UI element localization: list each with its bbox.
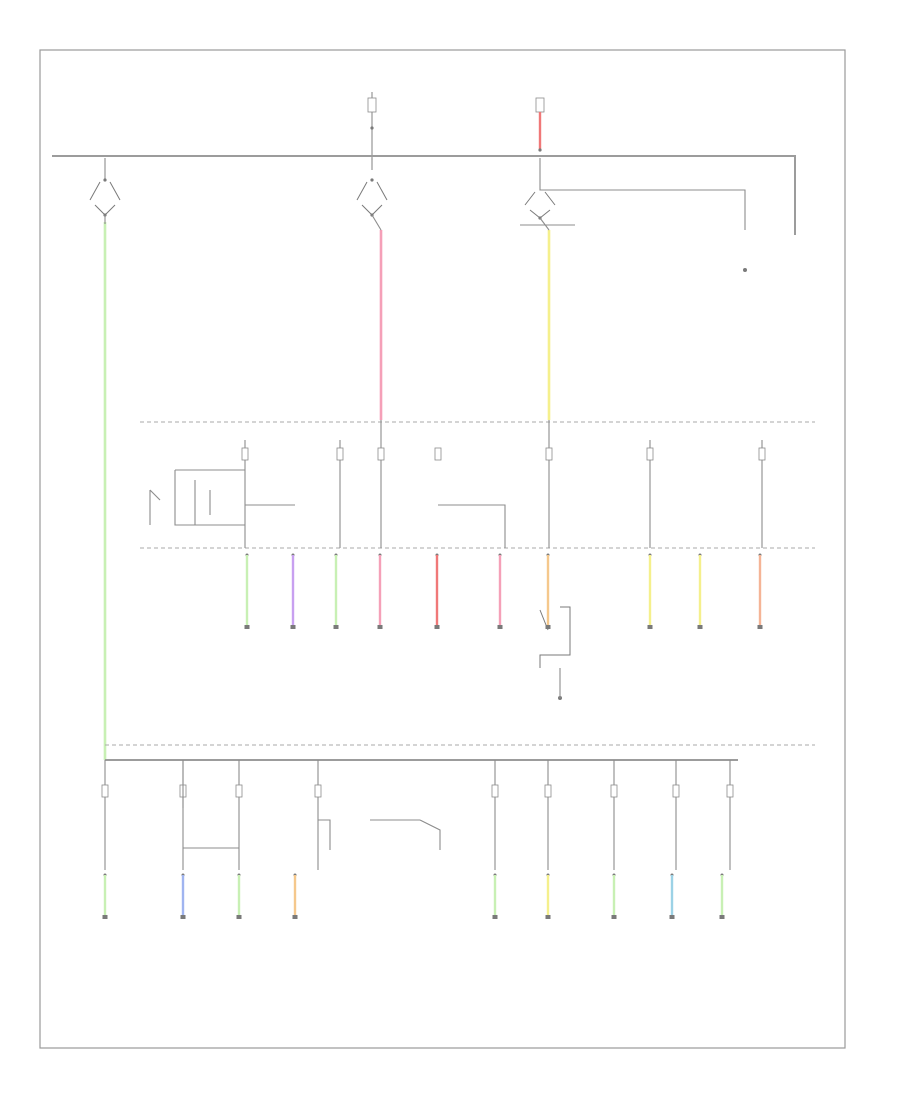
diagram-frame [39, 49, 846, 1049]
bottom-load-9 [719, 873, 725, 919]
fuse-row-lower [101, 760, 734, 870]
middle-load-2 [290, 553, 296, 629]
bottom-load-4 [292, 873, 298, 919]
bottom-load-8 [669, 873, 675, 919]
upper-fuse-6 [646, 447, 654, 461]
bottom-load-1 [102, 873, 108, 919]
middle-load-4 [377, 553, 383, 629]
lower-fuse-7 [672, 760, 680, 870]
supply-bus [52, 155, 796, 235]
upper-fuse-3 [377, 447, 385, 461]
middle-load-1 [244, 553, 250, 629]
top-power-source-2 [535, 97, 545, 152]
lower-fuse-1 [101, 760, 109, 870]
upper-fuse-1 [241, 447, 249, 461]
lower-fuse-8 [726, 760, 734, 870]
middle-loads [244, 553, 763, 629]
middle-load-6 [497, 553, 503, 629]
middle-load-3 [333, 553, 339, 629]
ignition-switch-2 [356, 178, 388, 217]
lower-extras [182, 760, 441, 850]
middle-load-7 [545, 553, 551, 629]
bottom-load-2 [180, 873, 186, 919]
upper-fuse-box-feeds [244, 420, 763, 548]
fuse-row-upper [241, 447, 766, 461]
upper-fuse-5 [545, 447, 553, 461]
middle-load-5 [434, 553, 440, 629]
middle-switch [539, 606, 571, 700]
middle-load-8 [647, 553, 653, 629]
bottom-load-6 [545, 873, 551, 919]
ignition-switch-3 [524, 158, 747, 272]
bottom-load-3 [236, 873, 242, 919]
upper-fuse-7 [758, 447, 766, 461]
relay-block [149, 469, 245, 526]
bottom-loads [102, 873, 725, 919]
ignition-switch-1 [89, 158, 121, 217]
lower-fuse-4 [491, 760, 499, 870]
bottom-load-5 [492, 873, 498, 919]
top-power-source-1 [367, 92, 377, 160]
lower-fuse-3 [314, 760, 322, 870]
upper-fuse-4 [434, 447, 442, 461]
lower-fuse-2 [235, 760, 243, 870]
upper-fuse-2 [336, 447, 344, 461]
lower-fuse-6 [610, 760, 618, 870]
bottom-load-7 [611, 873, 617, 919]
middle-load-10 [757, 553, 763, 629]
middle-load-9 [697, 553, 703, 629]
lower-fuse-5 [544, 760, 552, 870]
